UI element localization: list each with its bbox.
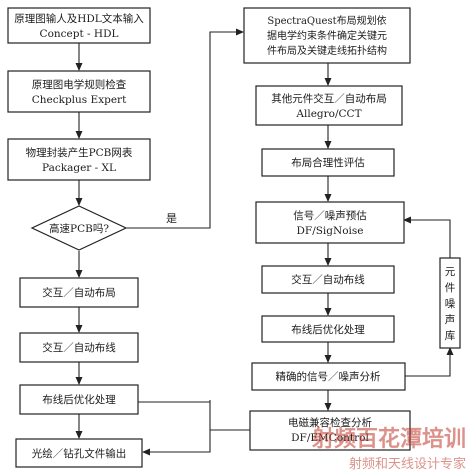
node-R7: 精确的信号／噪声分析 (251, 362, 406, 391)
node-L8: 光绘／钻孔文件输出 (15, 438, 143, 468)
node-L8-label: 光绘／钻孔文件输出 (32, 447, 127, 460)
side-box-char-1: 元 (445, 266, 456, 278)
node-L2-line-2: Checkplus Expert (32, 94, 127, 106)
node-R5: 交互／自动布线 (261, 265, 395, 294)
node-R5-label: 交互／自动布线 (291, 273, 365, 286)
node-R6-label: 布线后优化处理 (291, 323, 365, 336)
watermark-title: 射频百花潭培训 (311, 426, 466, 452)
node-R1-line-1: SpectraQuest布局规划依 (267, 14, 386, 27)
side-box-noise-library: 元 件 噪 声 库 (439, 257, 461, 349)
side-box-char-4: 声 (445, 313, 456, 326)
yes-label: 是 (166, 212, 177, 225)
watermark: 射频百花潭培训 射频和天线设计专家 (311, 426, 466, 472)
node-L5-label: 交互／自动布局 (42, 286, 116, 299)
node-L2: 原理图电学规则检查 Checkplus Expert (7, 70, 151, 113)
node-L5: 交互／自动布局 (19, 277, 139, 308)
node-R6: 布线后优化处理 (261, 315, 395, 343)
node-R4: 信号／噪声预估 DF/SigNoise (255, 201, 405, 244)
side-box-char-3: 噪 (445, 298, 456, 310)
node-R2: 其他元件交互／自动布局 Allegro/CCT (255, 85, 403, 126)
node-R8: 电磁兼容检查分析 DF/EMControl (249, 410, 411, 451)
node-R1-line-2: 据电学约束条件确定关键元 (267, 29, 387, 42)
node-R3: 布局合理性评估 (261, 148, 395, 177)
node-L6-label: 交互／自动布线 (42, 341, 116, 354)
node-L6: 交互／自动布线 (19, 332, 139, 363)
node-L7: 布线后优化处理 (19, 384, 139, 415)
side-box-char-5: 库 (445, 329, 456, 342)
side-box-char-2: 件 (445, 282, 456, 294)
node-R2-line-2: Allegro/CCT (295, 108, 361, 120)
node-L1-line-2: Concept - HDL (40, 28, 119, 40)
node-R8-line-1: 电磁兼容检查分析 (288, 416, 372, 429)
node-R1: SpectraQuest布局规划依 据电学约束条件确定关键元 件布局及关键走线拓… (243, 7, 411, 64)
node-R3-label: 布局合理性评估 (291, 156, 365, 169)
node-L1: 原理图输人及HDL文本输入 Concept - HDL (7, 7, 151, 44)
node-R8-line-2: DF/EMControl (291, 432, 369, 444)
node-R4-line-1: 信号／噪声预估 (293, 209, 367, 222)
node-L3-line-1: 物理封装产生PCB网表 (26, 146, 133, 159)
node-R1-line-3: 件布局及关键走线拓扑结构 (267, 44, 387, 57)
node-R4-line-2: DF/SigNoise (297, 225, 364, 237)
decision-D1: 高速PCB吗? (30, 205, 128, 251)
flow-connectors (75, 28, 454, 456)
watermark-subtitle: 射频和天线设计专家 (349, 456, 466, 472)
node-L2-line-1: 原理图电学规则检查 (32, 78, 127, 91)
node-L1-line-1: 原理图输人及HDL文本输入 (14, 12, 144, 25)
node-L3-line-2: Packager - XL (42, 162, 116, 174)
node-L3: 物理封装产生PCB网表 Packager - XL (7, 138, 151, 181)
node-R7-label: 精确的信号／噪声分析 (276, 370, 381, 383)
node-L7-label: 布线后优化处理 (42, 393, 116, 406)
node-R2-line-1: 其他元件交互／自动布局 (271, 92, 387, 105)
decision-D1-label: 高速PCB吗? (49, 222, 109, 235)
